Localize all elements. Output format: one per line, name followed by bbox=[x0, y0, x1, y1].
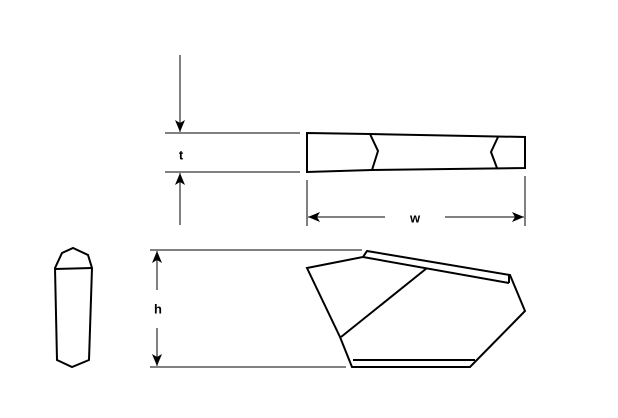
insert-side-view bbox=[305, 249, 527, 368]
chevron-left bbox=[369, 133, 380, 171]
thickness-label: t bbox=[178, 147, 184, 163]
thickness-dimension bbox=[165, 55, 300, 225]
insert-end-view bbox=[53, 246, 94, 369]
height-dimension bbox=[150, 249, 362, 368]
height-label: h bbox=[154, 301, 162, 317]
width-label: w bbox=[409, 210, 421, 226]
chevron-right bbox=[489, 136, 499, 169]
insert-top-view bbox=[306, 131, 526, 174]
width-dimension bbox=[306, 176, 526, 226]
